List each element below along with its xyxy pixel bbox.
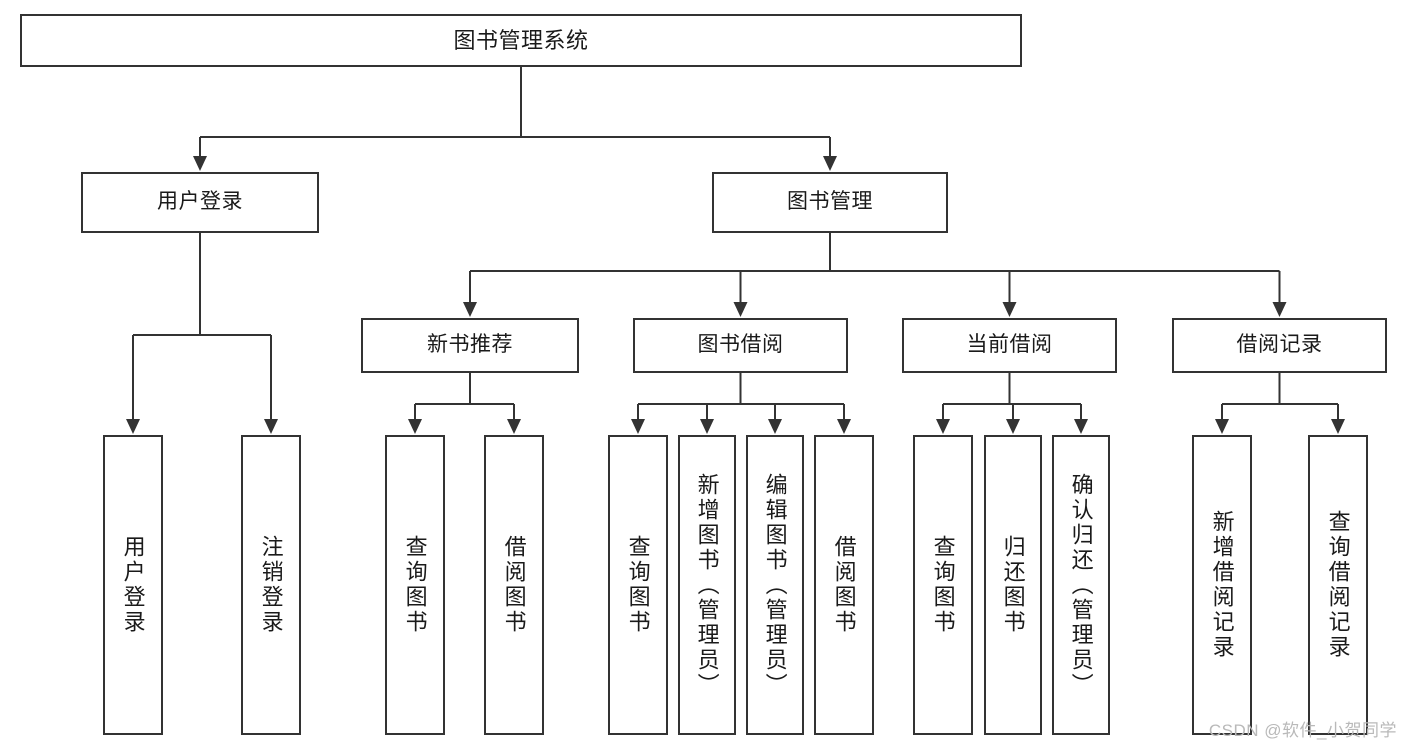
node-book-manage[interactable]: 图书管理	[712, 172, 948, 233]
node-label: 新增借阅记录	[1209, 510, 1235, 660]
node-query-book-2[interactable]: 查询图书	[608, 435, 668, 735]
node-new-book-rec[interactable]: 新书推荐	[361, 318, 579, 373]
node-label: 注销登录	[258, 535, 284, 635]
node-book-borrow[interactable]: 图书借阅	[633, 318, 848, 373]
node-root-book-management-system[interactable]: 图书管理系统	[20, 14, 1022, 67]
node-label: 归还图书	[1000, 535, 1026, 635]
node-label: 新增图书（管理员）	[694, 472, 720, 698]
node-label: 确认归还（管理员）	[1068, 472, 1094, 698]
node-label: 借阅图书	[831, 535, 857, 635]
node-add-record[interactable]: 新增借阅记录	[1192, 435, 1252, 735]
node-label: 查询借阅记录	[1325, 510, 1351, 660]
node-label: 查询图书	[930, 535, 956, 635]
node-query-book-3[interactable]: 查询图书	[913, 435, 973, 735]
node-user-login-do[interactable]: 用户登录	[103, 435, 163, 735]
node-return-book[interactable]: 归还图书	[984, 435, 1042, 735]
node-label: 用户登录	[120, 535, 146, 635]
node-user-logout[interactable]: 注销登录	[241, 435, 301, 735]
node-label: 编辑图书（管理员）	[762, 472, 788, 698]
node-current-borrow[interactable]: 当前借阅	[902, 318, 1117, 373]
node-label: 图书借阅	[697, 333, 784, 357]
node-label: 当前借阅	[966, 333, 1053, 357]
node-borrow-record[interactable]: 借阅记录	[1172, 318, 1387, 373]
node-label: 图书管理	[787, 190, 873, 214]
node-label: 查询图书	[625, 535, 651, 635]
node-label: 借阅图书	[501, 535, 527, 635]
node-label: 用户登录	[157, 190, 243, 214]
node-add-book[interactable]: 新增图书（管理员）	[678, 435, 736, 735]
watermark-text: CSDN @软件_小贺同学	[1208, 721, 1397, 740]
node-query-book-1[interactable]: 查询图书	[385, 435, 445, 735]
node-query-record[interactable]: 查询借阅记录	[1308, 435, 1368, 735]
node-edit-book[interactable]: 编辑图书（管理员）	[746, 435, 804, 735]
node-confirm-return[interactable]: 确认归还（管理员）	[1052, 435, 1110, 735]
node-label: 新书推荐	[427, 333, 513, 357]
node-label: 图书管理系统	[453, 27, 589, 53]
node-borrow-book-2[interactable]: 借阅图书	[814, 435, 874, 735]
node-label: 借阅记录	[1236, 333, 1323, 357]
node-label: 查询图书	[402, 535, 428, 635]
node-borrow-book-1[interactable]: 借阅图书	[484, 435, 544, 735]
node-user-login[interactable]: 用户登录	[81, 172, 319, 233]
